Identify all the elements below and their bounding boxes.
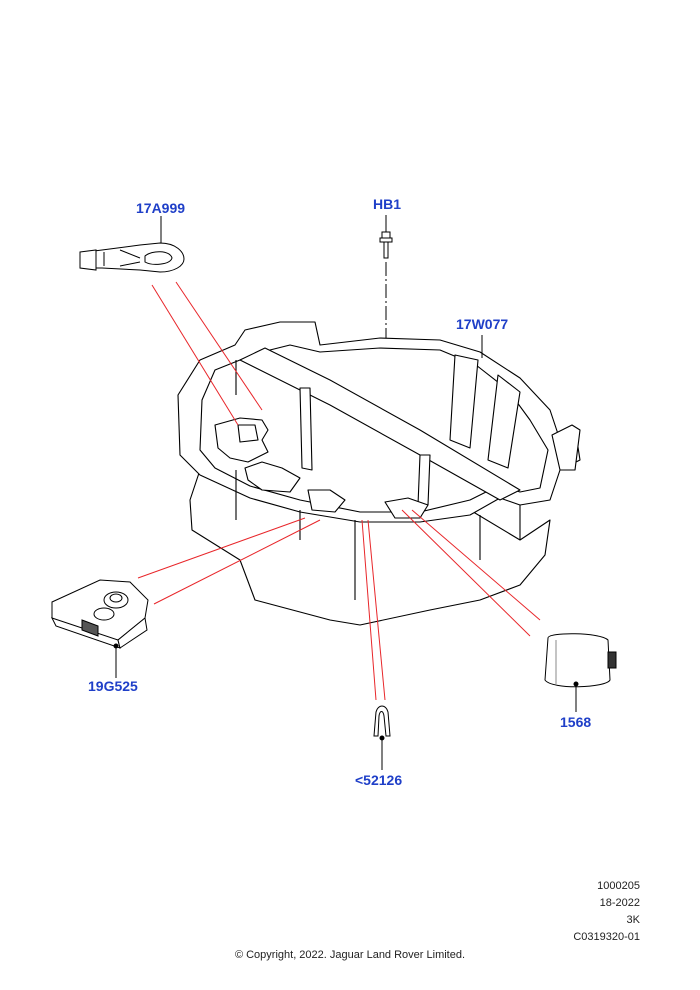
ref-number-2: 18-2022 <box>599 897 640 909</box>
leader-lines <box>137 281 541 701</box>
ref-number-4: C0319320-01 <box>573 931 640 943</box>
callout-hb1: HB1 <box>373 196 402 212</box>
storage-tray <box>177 321 581 626</box>
callout-19g525: 19G525 <box>88 678 138 694</box>
retaining-clip <box>373 705 391 770</box>
callout-17a999: 17A999 <box>136 200 186 216</box>
ref-number-3: 3K <box>626 914 640 926</box>
callout-52126: <52126 <box>355 772 403 788</box>
compressor <box>51 579 149 678</box>
ref-number-1: 1000205 <box>597 880 640 892</box>
callout-17w077: 17W077 <box>456 316 509 332</box>
bolt-hb1 <box>379 215 393 259</box>
callout-1568: 1568 <box>560 714 592 730</box>
copyright-text: © Copyright, 2022. Jaguar Land Rover Lim… <box>234 949 466 961</box>
towing-eye <box>79 216 185 273</box>
sealant-bottle <box>544 633 617 712</box>
